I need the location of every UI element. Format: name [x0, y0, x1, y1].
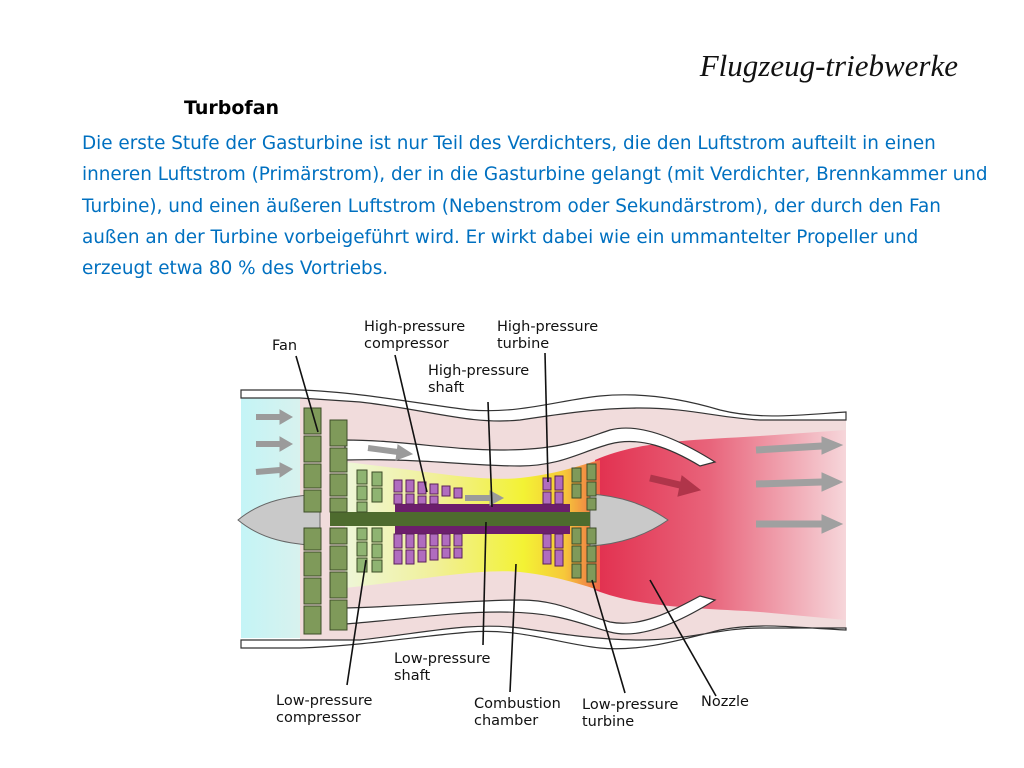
label-lps-line1: Low-pressure [394, 651, 490, 667]
label-lpc-line2: compressor [276, 710, 361, 726]
intake-flow-arrows [255, 409, 505, 506]
label-hps-line2: shaft [428, 380, 464, 396]
label-nozzle: Nozzle [701, 694, 749, 710]
low-pressure-turbine-blades [571, 463, 597, 583]
label-hpt-line1: High-pressure [497, 319, 598, 335]
inner-casing-lower [344, 595, 717, 635]
label-hpc-line1: High-pressure [364, 319, 465, 335]
nacelle-upper [240, 389, 847, 422]
label-hpc-line2: compressor [364, 336, 449, 352]
low-pressure-compressor-blades [356, 469, 383, 573]
nacelle-lower [240, 625, 847, 650]
high-pressure-turbine-blades [542, 475, 564, 567]
high-pressure-shaft-bar [395, 504, 570, 512]
high-pressure-shaft-bar-lower [395, 526, 570, 534]
label-lpt-line2: turbine [582, 714, 634, 730]
label-hpt-line2: turbine [497, 336, 549, 352]
label-lpc-line1: Low-pressure [276, 693, 372, 709]
section-heading: Turbofan [184, 97, 280, 119]
label-comb-line2: chamber [474, 713, 538, 729]
label-comb-line1: Combustion [474, 696, 561, 712]
label-leaders [295, 352, 717, 697]
hot-flow-arrow [649, 474, 702, 497]
low-pressure-shaft-bar [330, 512, 590, 526]
nose-cone [237, 493, 321, 547]
label-fan: Fan [272, 338, 297, 354]
label-lpt-line1: Low-pressure [582, 697, 678, 713]
label-lps-line2: shaft [394, 668, 430, 684]
body-paragraph: Die erste Stufe der Gasturbine ist nur T… [82, 133, 988, 280]
inner-casing-upper [344, 427, 717, 467]
exhaust-flow-arrows [755, 436, 844, 534]
fan-blades [303, 407, 348, 635]
slide-title: Flugzeug-triebwerke [699, 48, 958, 83]
tail-cone [589, 493, 669, 547]
label-hps-line1: High-pressure [428, 363, 529, 379]
high-pressure-compressor-blades [393, 479, 463, 565]
